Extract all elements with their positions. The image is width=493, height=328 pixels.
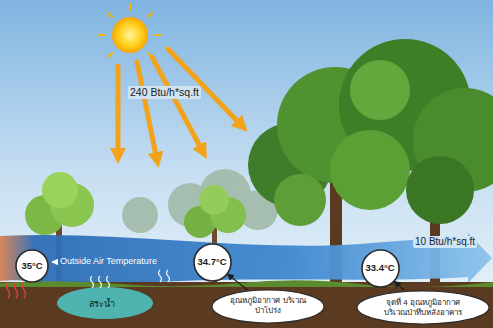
temperature-value: 34.7°C <box>197 256 226 267</box>
leader-connector <box>227 274 247 290</box>
temperature-value: 35°C <box>21 260 42 271</box>
text-stack: จุดที่ 4 อุณหภูมิอากาศ บริเวณป่าทึบหลังอ… <box>375 298 471 317</box>
solar-rays <box>118 49 242 160</box>
ellipse-shape <box>212 290 324 323</box>
leader-arrow <box>52 261 58 262</box>
grass <box>0 280 493 287</box>
callout-ellipse: จุดที่ 4 อุณหภูมิอากาศ บริเวณป่าทึบหลังอ… <box>356 290 490 325</box>
temperature-circle: 33.4°C <box>361 249 400 288</box>
circle-shape <box>16 250 48 282</box>
evaporation-waves <box>91 270 170 288</box>
text-stack: 33.4°C <box>365 262 394 273</box>
text-stack: อุณหภูมิอากาศ บริเวณป่าโปร่ง <box>228 296 308 315</box>
heat-flux-label: 240 Btu/h*sq.ft <box>128 86 201 99</box>
temperature-circle: 34.7°C <box>193 243 232 282</box>
heat-flux-label: 10 Btu/h*sq.ft <box>413 236 477 248</box>
air-flow-band <box>0 233 492 285</box>
temperature-circle: 35°C <box>15 249 49 283</box>
text-stack: 34.7°C <box>197 256 226 267</box>
leader-label: Outside Air Temperature <box>60 256 157 267</box>
callout-text: จุดที่ 4 อุณหภูมิอากาศ บริเวณป่าทึบหลังอ… <box>375 298 471 317</box>
pond <box>57 287 153 319</box>
leader-connector <box>394 281 404 291</box>
circle-shape <box>194 244 231 281</box>
temperature-value: 33.4°C <box>365 262 394 273</box>
callout-ellipse: อุณหภูมิอากาศ บริเวณป่าโปร่ง <box>211 289 325 324</box>
circle-shape <box>362 250 399 287</box>
text-stack: 35°C <box>21 260 42 271</box>
pond-label: สระน้ำ <box>89 299 115 310</box>
heat-waves <box>7 282 26 298</box>
callout-text: อุณหภูมิอากาศ บริเวณป่าโปร่ง <box>228 296 308 315</box>
ellipse-shape <box>357 291 489 324</box>
sun <box>99 4 161 57</box>
ground <box>0 282 493 328</box>
